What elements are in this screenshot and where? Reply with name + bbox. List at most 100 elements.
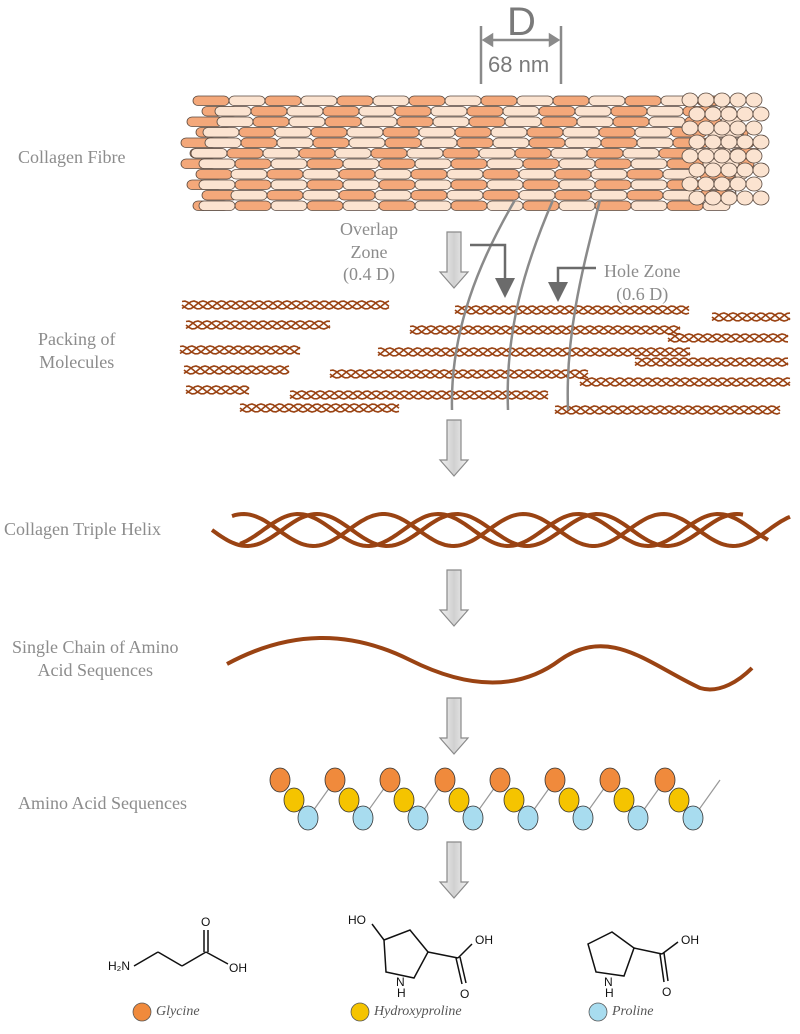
hydroxyproline-oh-text: OH	[475, 933, 493, 947]
fibre-end-circle	[752, 106, 770, 122]
packing-label-line2: Molecules	[39, 351, 115, 372]
fibre-segment	[538, 106, 576, 117]
glycine-o-text: O	[201, 915, 210, 929]
fibre-segment	[408, 95, 446, 106]
flow-down-arrow	[438, 231, 470, 289]
fibre-end-circle	[681, 92, 699, 108]
hydroxyproline-legend-label: Hydroxyproline	[374, 1004, 462, 1019]
fibre-segment	[594, 179, 632, 190]
proline-o-text: O	[662, 985, 671, 999]
fibre-segment	[478, 148, 516, 159]
packed-molecule-strand	[185, 320, 331, 330]
hydroxyproline-bead	[668, 787, 690, 813]
fibre-segment	[630, 200, 668, 211]
fibre-segment	[444, 95, 482, 106]
fibre-end-circle	[681, 120, 699, 136]
fibre-segment	[522, 179, 560, 190]
fibre-segment	[270, 179, 308, 190]
overlap-zone-label: Overlap Zone (0.4 D)	[340, 218, 398, 286]
fibre-segment	[396, 116, 434, 127]
fibre-segment	[630, 179, 668, 190]
packed-molecule-strand	[179, 345, 301, 355]
fibre-segment	[338, 169, 376, 180]
single-chain	[226, 636, 754, 692]
fibre-segment	[410, 169, 448, 180]
zone-guide-lines	[450, 199, 602, 411]
packed-molecule-strand	[711, 312, 791, 322]
fibre-segment	[372, 95, 410, 106]
fibre-segment	[252, 116, 290, 127]
fibre-segment	[264, 95, 302, 106]
fibre-segment	[234, 179, 272, 190]
fibre-segment	[518, 190, 556, 201]
fibre-segment	[312, 137, 350, 148]
hole-line1: Hole Zone	[604, 261, 681, 281]
glycine-bead	[544, 767, 566, 793]
fibre-segment	[468, 116, 506, 127]
fibre-segment	[456, 137, 494, 148]
fibre-segment	[414, 200, 452, 211]
fibre-end-circle	[688, 190, 706, 206]
fibre-segment	[492, 137, 530, 148]
hydroxyproline-bead	[448, 787, 470, 813]
glycine-structure	[133, 930, 229, 967]
fibre-segment	[338, 190, 376, 201]
packed-molecule-strand	[239, 403, 400, 413]
fibre-segment	[192, 95, 230, 106]
triple-helix	[210, 511, 791, 549]
packed-molecule-strand	[634, 357, 789, 367]
fibre-segment	[195, 169, 233, 180]
fibre-segment	[636, 137, 674, 148]
fibre-segment	[558, 158, 596, 169]
fibre-segment	[418, 127, 456, 138]
proline-legend-dot	[588, 1002, 608, 1022]
proline-bead	[627, 805, 649, 831]
fibre-end-circle	[697, 120, 715, 136]
glycine-bead	[434, 767, 456, 793]
fibre-end-circle	[736, 134, 754, 150]
glycine-amine-text: H₂N	[108, 959, 130, 973]
fibre-segment	[442, 148, 480, 159]
single-chain-line2: Acid Sequences	[37, 659, 153, 680]
fibre-segment	[274, 127, 312, 138]
hydroxyproline-bead	[393, 787, 415, 813]
packed-molecule-strand	[667, 333, 789, 343]
fibre-segment	[482, 169, 520, 180]
packed-molecule-strand	[454, 305, 690, 315]
packed-molecule-strand	[183, 365, 290, 375]
fibre-segment	[306, 200, 344, 211]
packed-molecule-strand	[289, 390, 549, 400]
triple-helix-strand	[239, 511, 770, 549]
flow-down-arrow	[438, 697, 470, 755]
glycine-bead	[269, 767, 291, 793]
packed-molecule-strand	[409, 325, 681, 335]
fibre-segment	[502, 106, 540, 117]
fibre-segment	[204, 137, 242, 148]
molecule-packing	[179, 300, 791, 415]
fibre-segment	[324, 116, 362, 127]
packed-molecule-strand	[183, 365, 290, 375]
glycine-legend-label: Glycine	[156, 1004, 200, 1019]
flow-down-arrow	[438, 569, 470, 627]
fibre-end-circle	[736, 190, 754, 206]
fibre-segment	[322, 106, 360, 117]
hydroxyproline-bead	[558, 787, 580, 813]
fibre-segment	[516, 95, 554, 106]
packing-of-molecules-label: Packing of Molecules	[38, 328, 115, 373]
packed-molecule-strand	[289, 390, 549, 400]
fibre-segment	[240, 137, 278, 148]
zone-pointers	[470, 243, 596, 302]
fibre-segment	[528, 137, 566, 148]
fibre-end-circle	[681, 176, 699, 192]
fibre-segment	[234, 158, 272, 169]
fibre-end-circle	[720, 190, 738, 206]
fibre-segment	[410, 190, 448, 201]
fibre-end-circle	[752, 134, 770, 150]
fibre-segment	[466, 106, 504, 117]
fibre-segment	[648, 116, 686, 127]
proline-bead	[517, 805, 539, 831]
fibre-segment	[430, 106, 468, 117]
fibre-end-circle	[729, 92, 747, 108]
fibre-segment	[198, 179, 236, 190]
fibre-segment	[230, 169, 268, 180]
